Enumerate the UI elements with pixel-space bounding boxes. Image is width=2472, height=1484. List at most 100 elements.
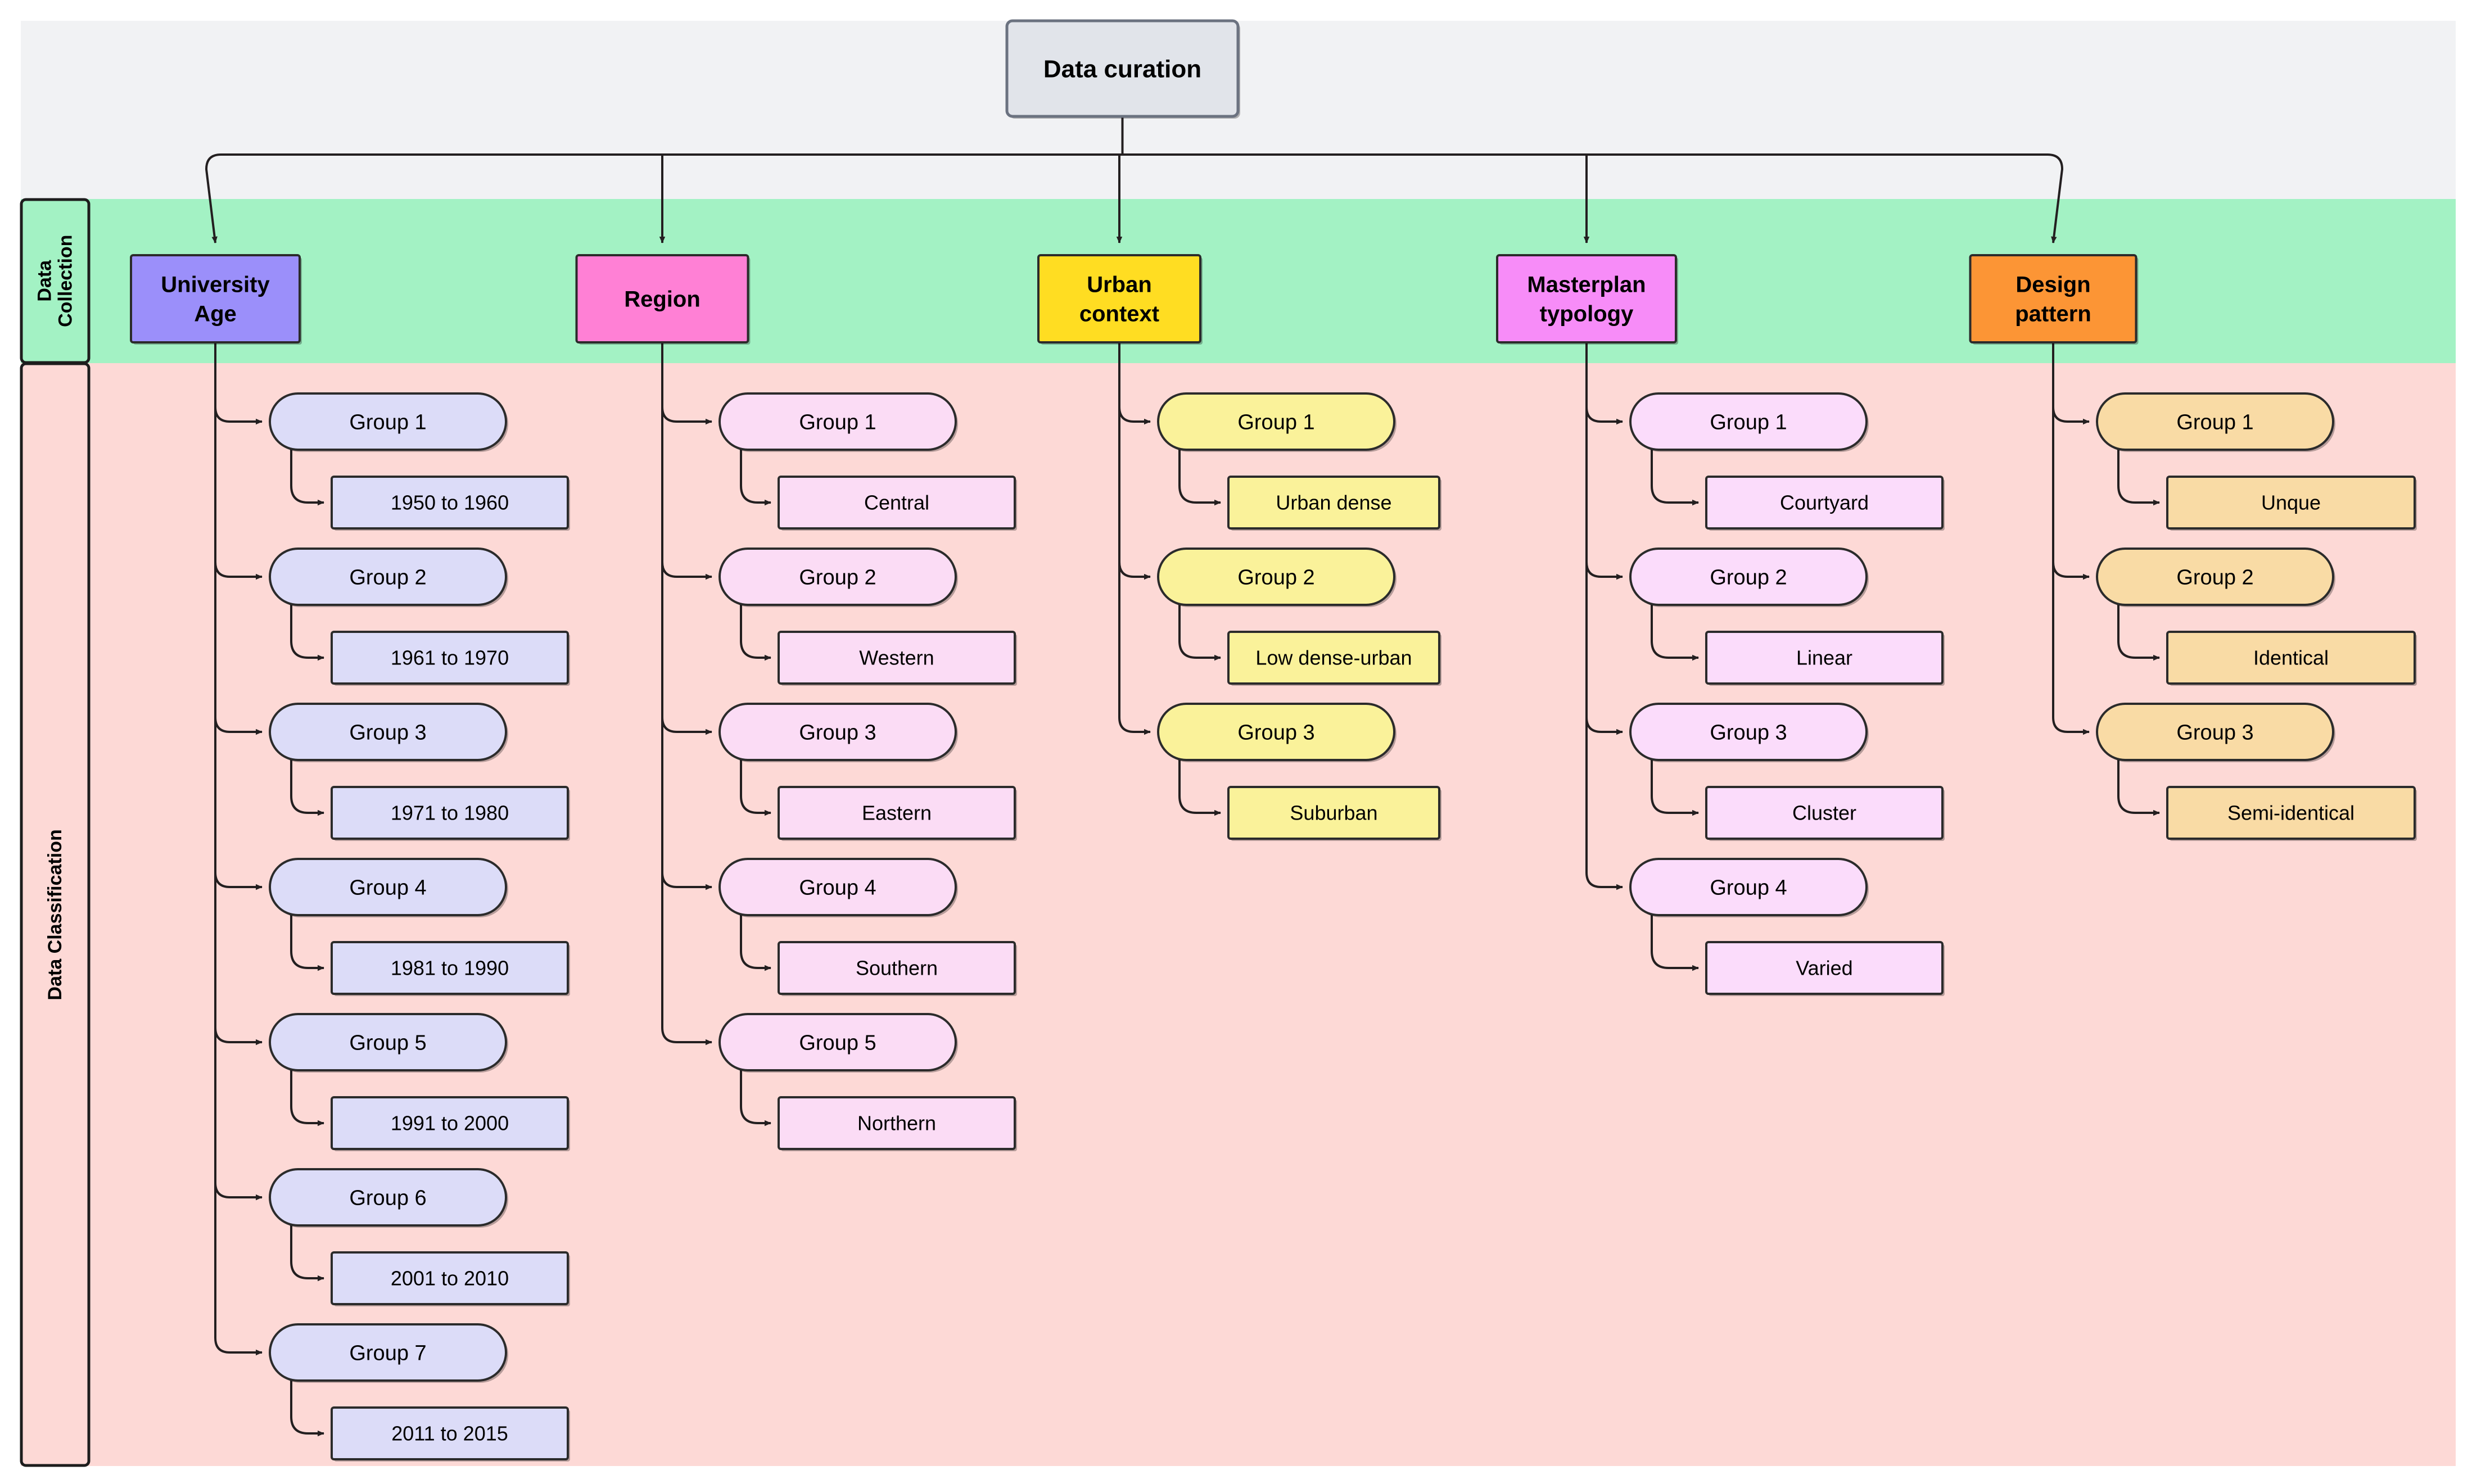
node-region-value-1[interactable]: Central <box>778 476 1017 531</box>
node-masterplan-typology-value-1[interactable]: Courtyard <box>1705 476 1945 531</box>
node-design-pattern-value-3[interactable]: Semi-identical <box>2166 786 2417 841</box>
node-university-age-group-5-label: Group 5 <box>349 1031 426 1055</box>
node-university-age-value-2[interactable]: 1961 to 1970 <box>331 631 570 686</box>
edge-region-g5-value <box>740 1070 771 1126</box>
node-urban-context-value-3[interactable]: Suburban <box>1227 786 1441 841</box>
node-urban-context-group-2[interactable]: Group 2 <box>1157 548 1397 607</box>
node-university-age-group-2-label: Group 2 <box>349 565 426 589</box>
node-urban-context-value-3-label: Suburban <box>1290 802 1377 825</box>
edge-region-g5 <box>661 1027 712 1046</box>
header-university-age-label: Age <box>194 302 237 327</box>
node-region-group-5[interactable]: Group 5 <box>718 1013 958 1073</box>
node-masterplan-typology-group-2[interactable]: Group 2 <box>1629 548 1869 607</box>
node-university-age-value-6[interactable]: 2001 to 2010 <box>331 1251 570 1306</box>
bus-drop-design-pattern <box>2047 153 2064 243</box>
node-urban-context-group-2-label: Group 2 <box>1237 565 1314 589</box>
edge-design-pattern-g3 <box>2052 717 2090 735</box>
node-masterplan-typology-value-2-label: Linear <box>1796 646 1852 669</box>
edge-region-g1-value <box>740 450 771 506</box>
edge-urban-context-g2-value <box>1178 605 1221 661</box>
node-masterplan-typology-group-2-label: Group 2 <box>1710 565 1787 589</box>
node-university-age-value-6-label: 2001 to 2010 <box>391 1267 509 1290</box>
node-university-age-value-3[interactable]: 1971 to 1980 <box>331 786 570 841</box>
node-region-group-2[interactable]: Group 2 <box>718 548 958 607</box>
node-masterplan-typology-group-4[interactable]: Group 4 <box>1629 858 1869 917</box>
node-university-age-group-3-label: Group 3 <box>349 721 426 744</box>
node-design-pattern-value-2-label: Identical <box>2253 646 2329 669</box>
header-university-age-label: University <box>161 273 270 297</box>
header-region[interactable]: Region <box>575 254 751 345</box>
node-region-group-5-label: Group 5 <box>799 1031 876 1055</box>
edge-university-age-g6-value <box>290 1225 324 1282</box>
edge-university-age-g5-value <box>290 1070 324 1126</box>
header-urban-context-label: context <box>1079 302 1159 327</box>
node-design-pattern-group-2[interactable]: Group 2 <box>2096 548 2335 607</box>
node-masterplan-typology-value-4[interactable]: Varied <box>1705 941 1945 996</box>
node-design-pattern-value-1[interactable]: Unque <box>2166 476 2417 531</box>
edge-region-g2-value <box>740 605 771 661</box>
edge-design-pattern-g1 <box>2052 406 2090 425</box>
node-masterplan-typology-group-3[interactable]: Group 3 <box>1629 703 1869 762</box>
node-urban-context-value-1-label: Urban dense <box>1276 491 1391 514</box>
node-university-age-group-5[interactable]: Group 5 <box>269 1013 508 1073</box>
node-region-value-5-label: Northern <box>857 1112 936 1135</box>
node-university-age-group-7-label: Group 7 <box>349 1341 426 1365</box>
edge-university-age-g3 <box>214 717 263 735</box>
node-urban-context-value-2-label: Low dense-urban <box>1255 646 1412 669</box>
node-masterplan-typology-value-2[interactable]: Linear <box>1705 631 1945 686</box>
node-region-group-2-label: Group 2 <box>799 565 876 589</box>
node-university-age-group-4[interactable]: Group 4 <box>269 858 508 917</box>
node-university-age-group-6[interactable]: Group 6 <box>269 1168 508 1228</box>
node-university-age-group-1[interactable]: Group 1 <box>269 392 508 452</box>
node-university-age-value-5[interactable]: 1991 to 2000 <box>331 1096 570 1151</box>
node-design-pattern-value-3-label: Semi-identical <box>2227 802 2354 825</box>
node-masterplan-typology-group-1[interactable]: Group 1 <box>1629 392 1869 452</box>
node-masterplan-typology-value-3-label: Cluster <box>1792 802 1856 825</box>
bus-drop-university-age <box>205 153 222 243</box>
node-university-age-value-7[interactable]: 2011 to 2015 <box>331 1406 570 1462</box>
node-university-age-group-6-label: Group 6 <box>349 1186 426 1210</box>
node-university-age-group-4-label: Group 4 <box>349 876 426 899</box>
node-region-value-5[interactable]: Northern <box>778 1096 1017 1151</box>
node-masterplan-typology-group-3-label: Group 3 <box>1710 721 1787 744</box>
node-design-pattern-group-1[interactable]: Group 1 <box>2096 392 2335 452</box>
node-urban-context-group-3[interactable]: Group 3 <box>1157 703 1397 762</box>
node-university-age-value-4[interactable]: 1981 to 1990 <box>331 941 570 996</box>
node-university-age-group-7[interactable]: Group 7 <box>269 1323 508 1383</box>
node-design-pattern-value-2[interactable]: Identical <box>2166 631 2417 686</box>
node-region-value-3[interactable]: Eastern <box>778 786 1017 841</box>
header-design-pattern-label: Design <box>2015 273 2090 297</box>
edge-university-age-g4 <box>214 872 263 890</box>
node-region-value-2[interactable]: Western <box>778 631 1017 686</box>
node-region-group-3[interactable]: Group 3 <box>718 703 958 762</box>
node-masterplan-typology-value-4-label: Varied <box>1796 957 1852 980</box>
node-urban-context-value-1[interactable]: Urban dense <box>1227 476 1441 531</box>
node-university-age-value-5-label: 1991 to 2000 <box>391 1112 509 1135</box>
root-node[interactable]: Data curation <box>1005 19 1240 119</box>
node-university-age-value-2-label: 1961 to 1970 <box>391 646 509 669</box>
node-masterplan-typology-group-1-label: Group 1 <box>1710 410 1787 434</box>
node-urban-context-group-1-label: Group 1 <box>1237 410 1314 434</box>
edge-university-age-g1 <box>214 406 263 425</box>
node-region-group-4[interactable]: Group 4 <box>718 858 958 917</box>
node-university-age-value-1[interactable]: 1950 to 1960 <box>331 476 570 531</box>
node-region-value-1-label: Central <box>864 491 929 514</box>
node-university-age-group-2[interactable]: Group 2 <box>269 548 508 607</box>
node-urban-context-value-2[interactable]: Low dense-urban <box>1227 631 1441 686</box>
edge-design-pattern-g3-value <box>2117 760 2160 816</box>
node-design-pattern-group-3[interactable]: Group 3 <box>2096 703 2335 762</box>
node-urban-context-group-3-label: Group 3 <box>1237 721 1314 744</box>
node-region-group-1[interactable]: Group 1 <box>718 392 958 452</box>
edge-urban-context-g1 <box>1118 406 1151 425</box>
node-university-age-group-3[interactable]: Group 3 <box>269 703 508 762</box>
node-region-value-4[interactable]: Southern <box>778 941 1017 996</box>
node-masterplan-typology-value-3[interactable]: Cluster <box>1705 786 1945 841</box>
edge-masterplan-typology-g4 <box>1585 872 1623 890</box>
edge-masterplan-typology-g1 <box>1585 406 1623 425</box>
node-university-age-value-1-label: 1950 to 1960 <box>391 491 509 514</box>
node-urban-context-group-1[interactable]: Group 1 <box>1157 392 1397 452</box>
